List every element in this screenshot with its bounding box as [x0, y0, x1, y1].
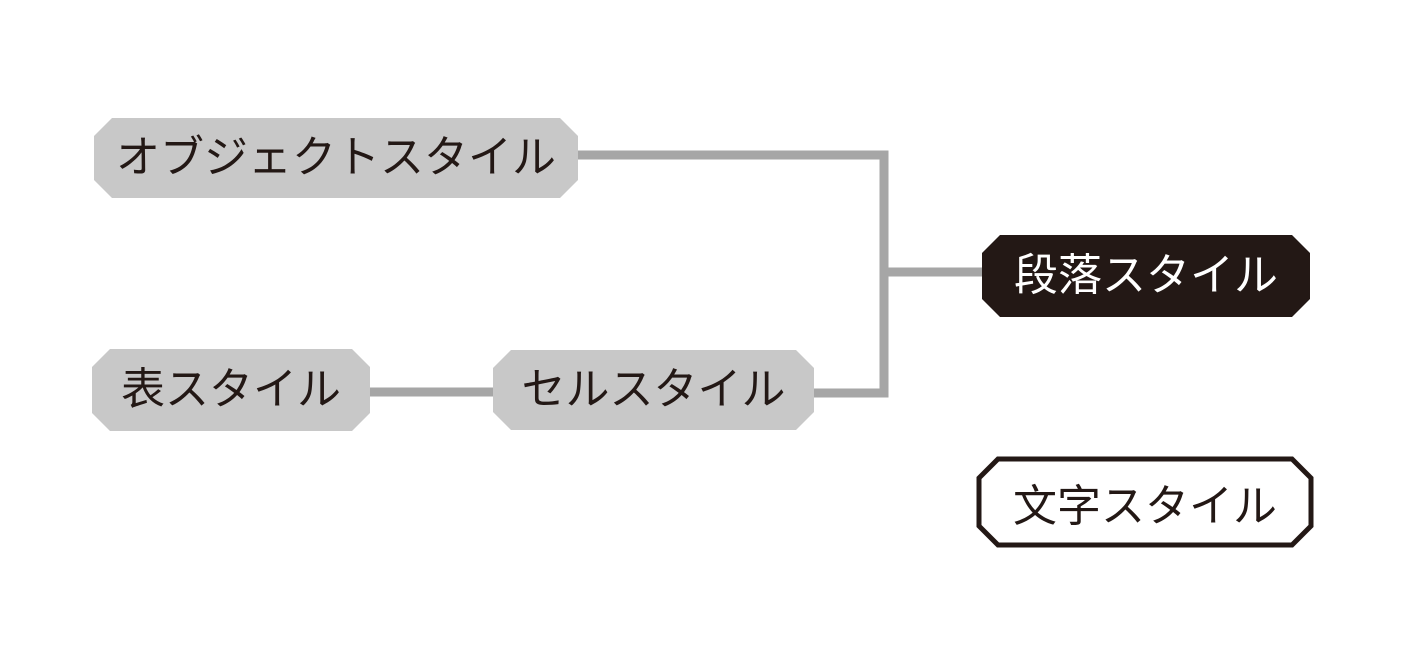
paragraph-style-node: 段落スタイル: [982, 235, 1310, 317]
object-style-label: オブジェクトスタイル: [116, 132, 556, 183]
connector-cell-to-paragraph: [812, 272, 889, 398]
table-style-node: 表スタイル: [92, 349, 370, 431]
connectors: [368, 150, 986, 398]
object-style-node: オブジェクトスタイル: [94, 118, 578, 198]
table-style-label: 表スタイル: [121, 364, 341, 415]
character-style-node: 文字スタイル: [976, 456, 1314, 548]
character-style-label: 文字スタイル: [1013, 481, 1277, 532]
cell-style-label: セルスタイル: [521, 364, 786, 415]
connector-object-to-paragraph: [576, 150, 986, 277]
character-style-box-outline: [976, 456, 1314, 548]
paragraph-style-label: 段落スタイル: [1014, 250, 1278, 301]
cell-style-node: セルスタイル: [493, 350, 814, 430]
